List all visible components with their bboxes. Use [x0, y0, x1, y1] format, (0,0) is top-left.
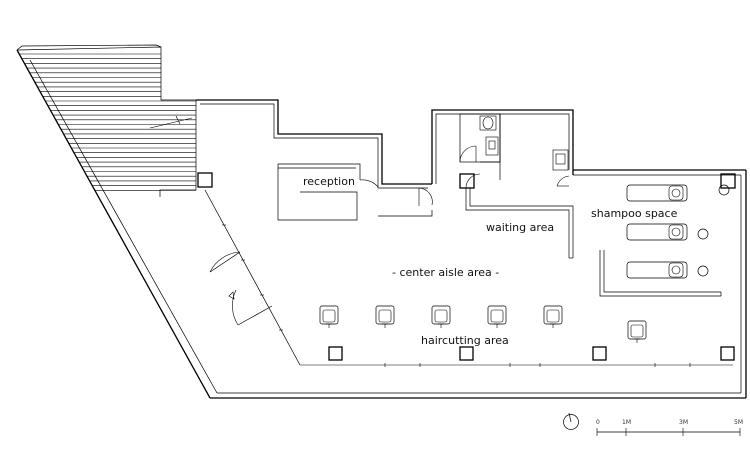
scale-bar: 0 1M 3M 5M — [596, 419, 743, 436]
scale-tick-1m: 1M — [622, 419, 631, 426]
shampoo-station — [626, 184, 688, 202]
reception-area — [277, 163, 433, 221]
stool-icon — [697, 228, 709, 240]
reception-label: reception — [303, 175, 355, 188]
haircutting-chairs — [319, 305, 647, 343]
stool-icon — [697, 265, 709, 277]
scale-tick-5m: 5M — [734, 419, 743, 426]
staircase — [16, 44, 197, 197]
center-aisle-label: - center aisle area - — [392, 266, 499, 279]
styling-chair-icon — [627, 320, 647, 343]
entrance-door — [209, 251, 273, 326]
columns — [197, 172, 736, 361]
styling-chair-icon — [319, 305, 339, 328]
waiting-area-label: waiting area — [486, 221, 554, 234]
restroom — [459, 113, 501, 189]
haircutting-area-label: haircutting area — [421, 334, 509, 347]
scale-tick-0: 0 — [596, 419, 600, 426]
north-arrow-icon — [563, 412, 579, 430]
scale-tick-3m: 3M — [679, 419, 688, 426]
shampoo-space-label: shampoo space — [591, 207, 678, 220]
styling-chair-icon — [431, 305, 451, 328]
waiting-area — [465, 188, 574, 259]
shampoo-station — [626, 261, 688, 279]
back-room — [499, 114, 570, 187]
shampoo-station — [626, 223, 688, 241]
styling-chair-icon — [543, 305, 563, 328]
styling-chair-icon — [487, 305, 507, 328]
styling-chair-icon — [375, 305, 395, 328]
interior-glazing — [204, 189, 733, 367]
exterior-walls — [16, 49, 747, 399]
stool-icon — [718, 184, 730, 196]
shampoo-space — [599, 184, 730, 297]
